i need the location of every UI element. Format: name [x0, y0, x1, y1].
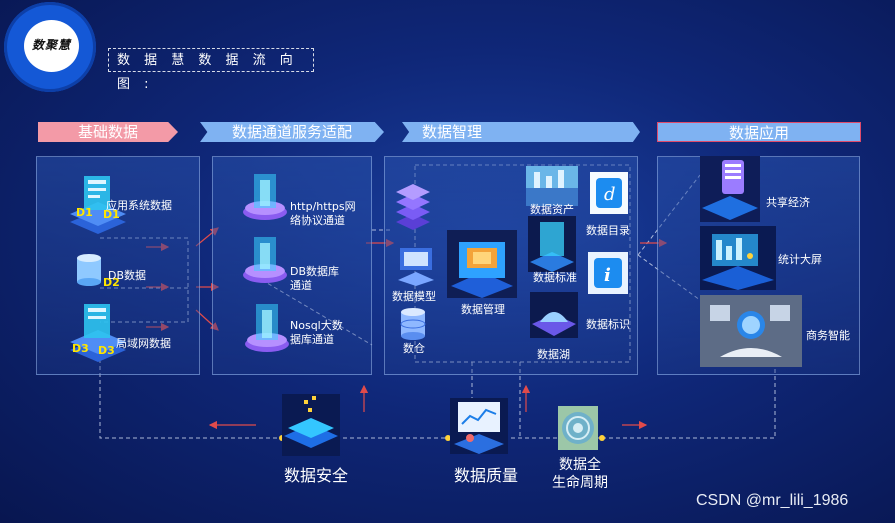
db-channel-icon [243, 237, 287, 283]
nosql-channel-label-1: Nosql大数 [290, 319, 343, 332]
data-identify-label: 数据标识 [586, 318, 630, 331]
data-quality-label: 数据质量 [453, 466, 518, 485]
statistics-screen-label: 统计大屏 [778, 253, 822, 266]
data-lifecycle-label: 数据全 生命周期 [540, 456, 620, 492]
stage-data-application: 数据应用 [657, 122, 861, 142]
data-security-label: 数据安全 [283, 466, 348, 485]
panel-basic-data [36, 156, 200, 375]
logo-badge: 数聚慧 [24, 20, 79, 72]
data-lake-icon [530, 292, 578, 338]
brand-logo: 数聚慧 [4, 2, 96, 92]
db-channel-label-1: DB数据库 [290, 265, 340, 278]
lan-data-icon [70, 304, 126, 362]
app-tag-right: D1 [103, 208, 120, 221]
data-lifecycle-label-2: 生命周期 [552, 475, 608, 491]
nosql-channel-icon [245, 304, 289, 352]
data-lifecycle-icon [558, 406, 598, 450]
lan-tag-left: D3 [72, 342, 89, 355]
http-channel-icon [243, 174, 287, 220]
db-tag: D2 [103, 276, 120, 289]
data-catalog-label: 数据目录 [586, 224, 630, 237]
nosql-channel-label-2: 据库通道 [290, 333, 334, 346]
lan-tag-right: D3 [98, 344, 115, 357]
warehouse-label: 数仓 [403, 342, 425, 355]
business-intelligence-icon [700, 295, 802, 367]
db-cylinder-icon [77, 254, 101, 286]
data-security-icon [282, 394, 340, 456]
app-system-icon [70, 176, 126, 234]
stage-basic-data: 基础数据 [38, 122, 178, 142]
http-channel-label-1: http/https网 [290, 200, 356, 213]
panel-channels [212, 156, 372, 375]
logo-text: 数聚慧 [31, 38, 71, 52]
data-asset-icon [526, 166, 578, 206]
data-model-icon [398, 248, 434, 286]
sharing-economy-icon [700, 156, 760, 222]
db-channel-label-2: 通道 [290, 279, 312, 292]
stage-data-governance: 数据智理 [402, 122, 640, 142]
data-identify-icon: i [588, 252, 628, 294]
statistics-screen-icon [700, 226, 776, 290]
http-channel-label-2: 络协议通道 [290, 214, 345, 227]
sharing-economy-label: 共享经济 [766, 196, 810, 209]
data-catalog-icon: d [590, 172, 628, 214]
data-model-label: 数据模型 [392, 290, 436, 303]
app-tag-left: D1 [76, 206, 93, 219]
warehouse-icon [400, 308, 426, 340]
db-data-label: DB数据 [108, 269, 147, 282]
data-quality-icon [450, 398, 508, 454]
page-title: 数 据 慧 数 据 流 向 图 : [108, 48, 314, 92]
data-lifecycle-label-1: 数据全 [559, 457, 601, 473]
watermark: CSDN @mr_lili_1986 [696, 492, 849, 509]
lan-data-label: 局域网数据 [116, 337, 171, 350]
svg-text:d: d [604, 184, 616, 205]
data-lake-label: 数据湖 [537, 348, 570, 361]
data-standard-label: 数据标准 [533, 271, 577, 284]
data-asset-label: 数据资产 [530, 203, 574, 216]
data-management-icon [447, 230, 517, 298]
data-standard-icon [528, 216, 576, 272]
server-stack-icon [396, 184, 430, 230]
data-management-label: 数据管理 [461, 303, 505, 316]
app-system-label: 应用系统数据 [106, 199, 172, 212]
business-intelligence-label: 商务智能 [806, 329, 850, 342]
stage-channel-adaptation: 数据通道服务适配 [200, 122, 384, 142]
svg-text:i: i [604, 265, 611, 286]
